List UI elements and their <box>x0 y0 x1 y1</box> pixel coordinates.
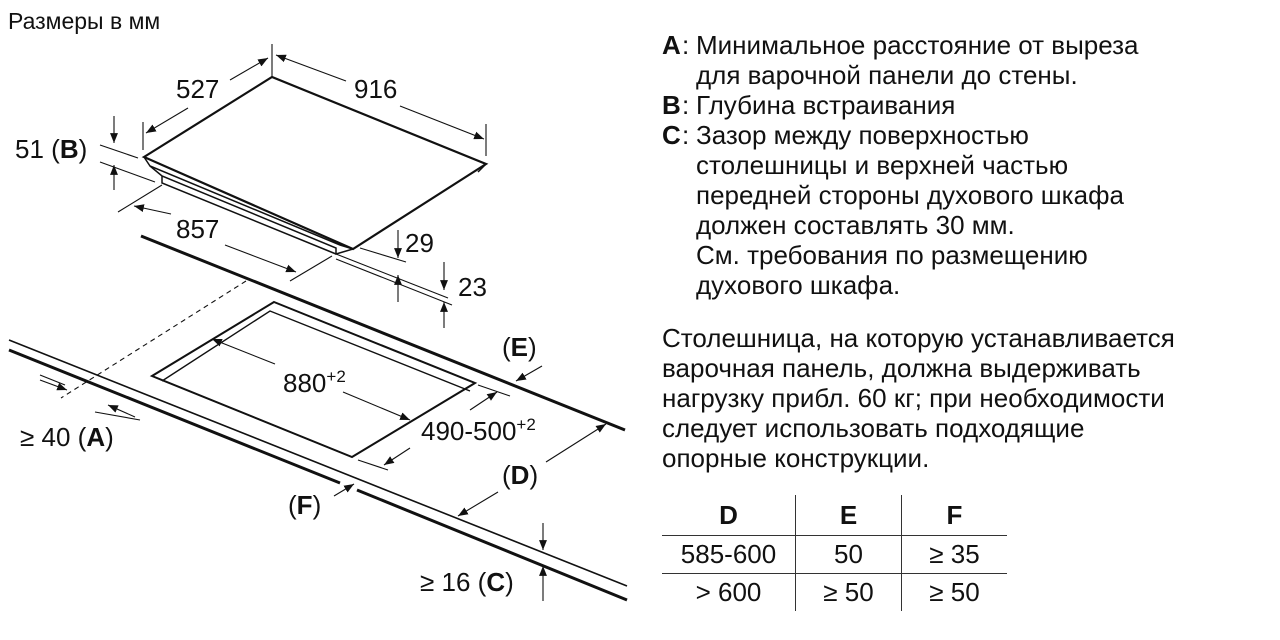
cutout-inner-edge <box>161 310 471 392</box>
label-f: (F) <box>288 490 321 520</box>
table-row: 585-600 50 ≥ 35 <box>662 535 1007 574</box>
dim-height-b-letter: B <box>60 134 79 164</box>
dim-cutout-width: 880+2 <box>283 367 346 398</box>
table-row: > 600 ≥ 50 ≥ 50 <box>662 573 1007 611</box>
dim-width-top: 916 <box>354 74 397 104</box>
dim-min-c: ≥ 16 (C) <box>420 567 514 597</box>
dim-body-width: 857 <box>176 214 219 244</box>
countertop-back-edge <box>140 234 626 432</box>
load-note: Столешница, на которую устанавливается в… <box>662 323 1175 473</box>
countertop-front-edge-bottom <box>8 348 628 602</box>
hob-drawing: 527 916 51 (B) 857 29 23 880+2 490-500+2… <box>8 44 628 602</box>
dim-height-b-value: 51 <box>15 134 44 164</box>
dim-min-a: ≥ 40 (A) <box>20 422 114 452</box>
countertop-front-edge-top <box>8 339 628 587</box>
dim-cutout-depth-tol: +2 <box>516 415 535 434</box>
hob-body <box>149 165 354 256</box>
dim-depth-top: 527 <box>176 74 219 104</box>
dim-cutout-depth-value: 490-500 <box>421 416 516 446</box>
dim-29: 29 <box>405 228 434 258</box>
cutout-outline <box>149 300 478 459</box>
dim-height-b: 51 (B) <box>15 134 87 164</box>
wall-dashed-line <box>60 280 247 399</box>
legend-item-b: B:Глубина встраивания <box>662 90 956 120</box>
dim-cutout-depth: 490-500+2 <box>421 415 536 446</box>
dim-cutout-width-value: 880 <box>283 368 326 398</box>
label-e: (E) <box>502 332 537 362</box>
hob-glass-edge <box>143 156 487 250</box>
clearance-table: D E F 585-600 50 ≥ 35 > 600 ≥ 50 ≥ 50 <box>662 495 1007 611</box>
table-header: D E F <box>662 495 1007 536</box>
dim-cutout-width-tol: +2 <box>326 367 345 386</box>
page-title: Размеры в мм <box>8 8 161 34</box>
label-d: (D) <box>502 460 538 490</box>
dim-23: 23 <box>458 272 487 302</box>
